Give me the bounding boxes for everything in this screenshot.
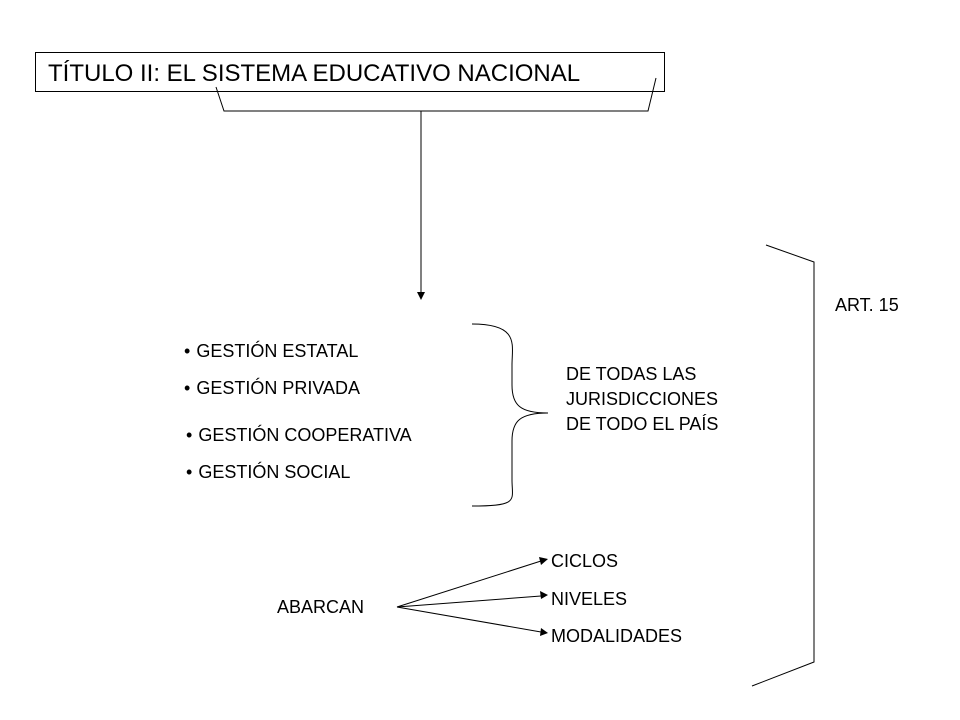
arrow-head-ciclos — [539, 557, 548, 565]
gestion-label: GESTIÓN SOCIAL — [198, 462, 351, 482]
gestion-label: GESTIÓN COOPERATIVA — [198, 425, 412, 445]
abarcan-item-ciclos: CICLOS — [551, 551, 619, 571]
abarcan-item-modalidades: MODALIDADES — [551, 626, 683, 646]
arrow-to-ciclos — [396, 560, 542, 608]
scope-line: JURISDICCIONES — [566, 389, 719, 409]
scope-line: DE TODO EL PAÍS — [566, 414, 719, 434]
abarcan-label: ABARCAN — [277, 597, 365, 617]
bullet: • — [184, 341, 191, 361]
arrow-head-modalidades — [540, 628, 548, 636]
arrow-head-niveles — [540, 591, 548, 599]
gestion-label: GESTIÓN PRIVADA — [196, 378, 361, 398]
bullet: • — [186, 462, 193, 482]
title-box: TÍTULO II: EL SISTEMA EDUCATIVO NACIONAL — [35, 52, 665, 92]
gestion-item-estatal: •GESTIÓN ESTATAL — [184, 342, 358, 360]
article-label: ART. 15 — [835, 295, 899, 315]
bullet: • — [186, 425, 193, 445]
scope-text: DE TODAS LAS JURISDICCIONES DE TODO EL P… — [566, 362, 718, 437]
gestion-item-privada: •GESTIÓN PRIVADA — [184, 379, 360, 397]
title-underbracket — [215, 77, 657, 112]
curly-brace — [471, 323, 549, 507]
gestion-item-social: •GESTIÓN SOCIAL — [186, 463, 350, 481]
scope-line: DE TODAS LAS — [566, 364, 697, 384]
bullet: • — [184, 378, 191, 398]
right-bracket — [751, 244, 815, 687]
arrow-to-modalidades — [396, 606, 542, 633]
down-arrow-head — [417, 292, 425, 300]
arrow-to-niveles — [396, 595, 542, 608]
page-title: TÍTULO II: EL SISTEMA EDUCATIVO NACIONAL — [48, 60, 581, 87]
abarcan-item-niveles: NIVELES — [551, 589, 628, 609]
gestion-label: GESTIÓN ESTATAL — [196, 341, 359, 361]
gestion-item-cooperativa: •GESTIÓN COOPERATIVA — [186, 426, 412, 444]
